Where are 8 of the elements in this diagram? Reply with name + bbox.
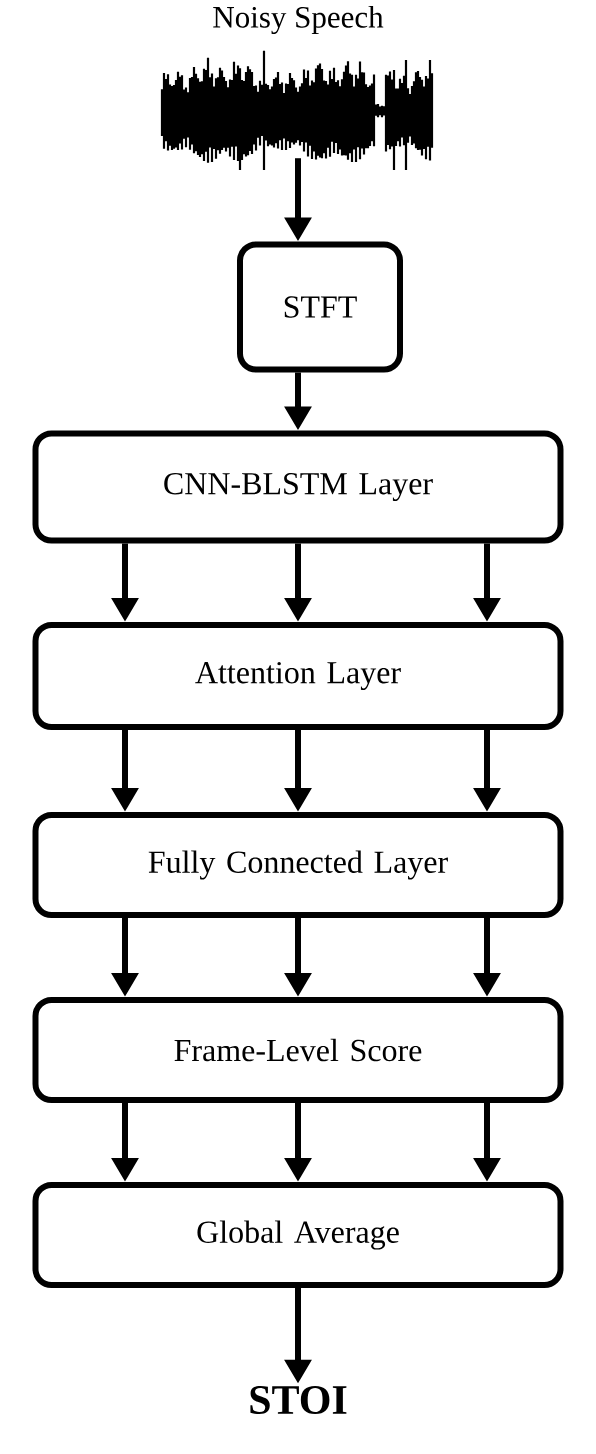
process-box: Frame-Level Score	[32, 997, 564, 1103]
output-label: STOI	[250, 1385, 347, 1415]
process-box: CNN-BLSTM Layer	[32, 430, 564, 544]
process-box: Attention Layer	[32, 622, 564, 730]
process-box: Global Average	[32, 1182, 564, 1288]
process-box: Fully Connected Layer	[32, 812, 564, 918]
title-text: Noisy Speech	[213, 5, 384, 35]
process-box: STFT	[237, 241, 403, 373]
